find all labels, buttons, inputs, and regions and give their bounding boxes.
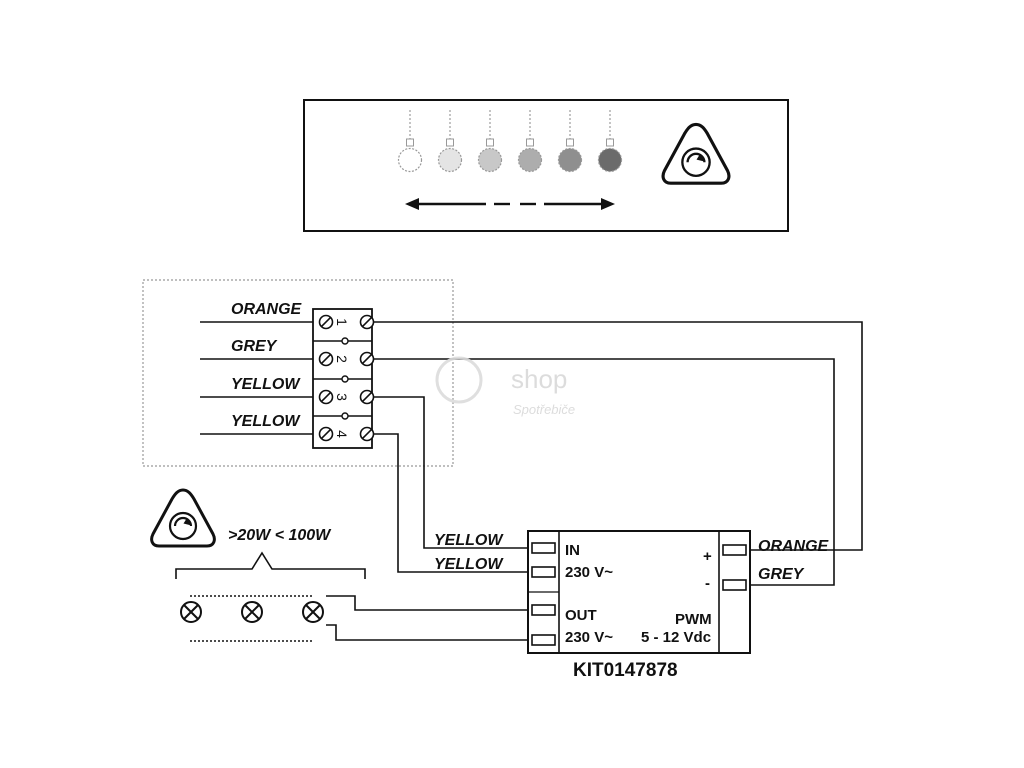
terminal-number: 3 bbox=[334, 393, 350, 401]
dimmer-module bbox=[527, 530, 751, 654]
terminal-number: 2 bbox=[334, 355, 350, 363]
pwm-label: PWM bbox=[675, 611, 712, 628]
in-voltage-label: 230 V~ bbox=[565, 564, 613, 581]
link-dot bbox=[341, 375, 349, 383]
screw-icon bbox=[318, 351, 334, 367]
terminal-row-1: 1 bbox=[318, 314, 375, 330]
power-range-label: >20W < 100W bbox=[228, 527, 332, 544]
in-terminal-2 bbox=[531, 566, 556, 578]
terminal-number: 1 bbox=[334, 318, 350, 326]
terminal-block: 1 2 3 4 bbox=[312, 308, 375, 449]
control-panel bbox=[303, 99, 789, 232]
minus-terminal bbox=[722, 579, 747, 591]
lamps bbox=[180, 601, 324, 623]
terminal-number: 4 bbox=[334, 430, 350, 438]
screw-icon bbox=[318, 314, 334, 330]
part-number: KIT0147878 bbox=[573, 660, 678, 681]
load-dimmer-icon bbox=[150, 488, 216, 548]
lamp-cross-icon bbox=[302, 601, 324, 623]
bulb-icon bbox=[597, 110, 623, 173]
left-right-arrow bbox=[405, 198, 615, 210]
brightness-bulbs bbox=[397, 110, 623, 173]
link-dot bbox=[341, 337, 349, 345]
plus-label: + bbox=[703, 548, 712, 565]
in-terminal-1 bbox=[531, 542, 556, 554]
lamp-dashed-links bbox=[190, 595, 312, 642]
link-dot bbox=[341, 412, 349, 420]
bulb-icon bbox=[397, 110, 423, 173]
pwm-voltage-label: 5 - 12 Vdc bbox=[641, 629, 711, 646]
lamp-cross-icon bbox=[180, 601, 202, 623]
module-wire-label-yellow-2: YELLOW bbox=[434, 556, 504, 573]
wire-label-yellow-1: YELLOW bbox=[231, 376, 301, 393]
terminal-row-3: 3 bbox=[318, 375, 375, 405]
out-voltage-label: 230 V~ bbox=[565, 629, 613, 646]
wiring bbox=[175, 321, 863, 641]
lamp-cross-icon bbox=[241, 601, 263, 623]
wire-label-grey: GREY bbox=[231, 338, 278, 355]
screw-icon bbox=[359, 314, 375, 330]
watermark-brand: shop bbox=[511, 364, 567, 394]
bulb-icon bbox=[557, 110, 583, 173]
screw-icon bbox=[318, 426, 334, 442]
bulb-icon bbox=[477, 110, 503, 173]
terminal-row-4: 4 bbox=[318, 412, 375, 442]
module-wire-label-grey: GREY bbox=[758, 566, 805, 583]
wire-label-yellow-2: YELLOW bbox=[231, 413, 301, 430]
module-wire-label-yellow-1: YELLOW bbox=[434, 532, 504, 549]
screw-icon bbox=[359, 426, 375, 442]
screw-icon bbox=[359, 389, 375, 405]
watermark-sub: Spotřebiče bbox=[513, 402, 575, 417]
wire-label-orange: ORANGE bbox=[231, 301, 303, 318]
in-label: IN bbox=[565, 542, 580, 559]
watermark: shop Spotřebiče bbox=[435, 356, 575, 417]
minus-label: - bbox=[705, 575, 710, 592]
bulb-icon bbox=[437, 110, 463, 173]
terminal-row-2: 2 bbox=[318, 337, 375, 367]
screw-icon bbox=[359, 351, 375, 367]
module-wire-label-orange: ORANGE bbox=[758, 538, 830, 555]
screw-icon bbox=[318, 389, 334, 405]
bulb-icon bbox=[517, 110, 543, 173]
out-terminal-2 bbox=[531, 634, 556, 646]
out-terminal-1 bbox=[531, 604, 556, 616]
plus-terminal bbox=[722, 544, 747, 556]
out-label: OUT bbox=[565, 607, 597, 624]
